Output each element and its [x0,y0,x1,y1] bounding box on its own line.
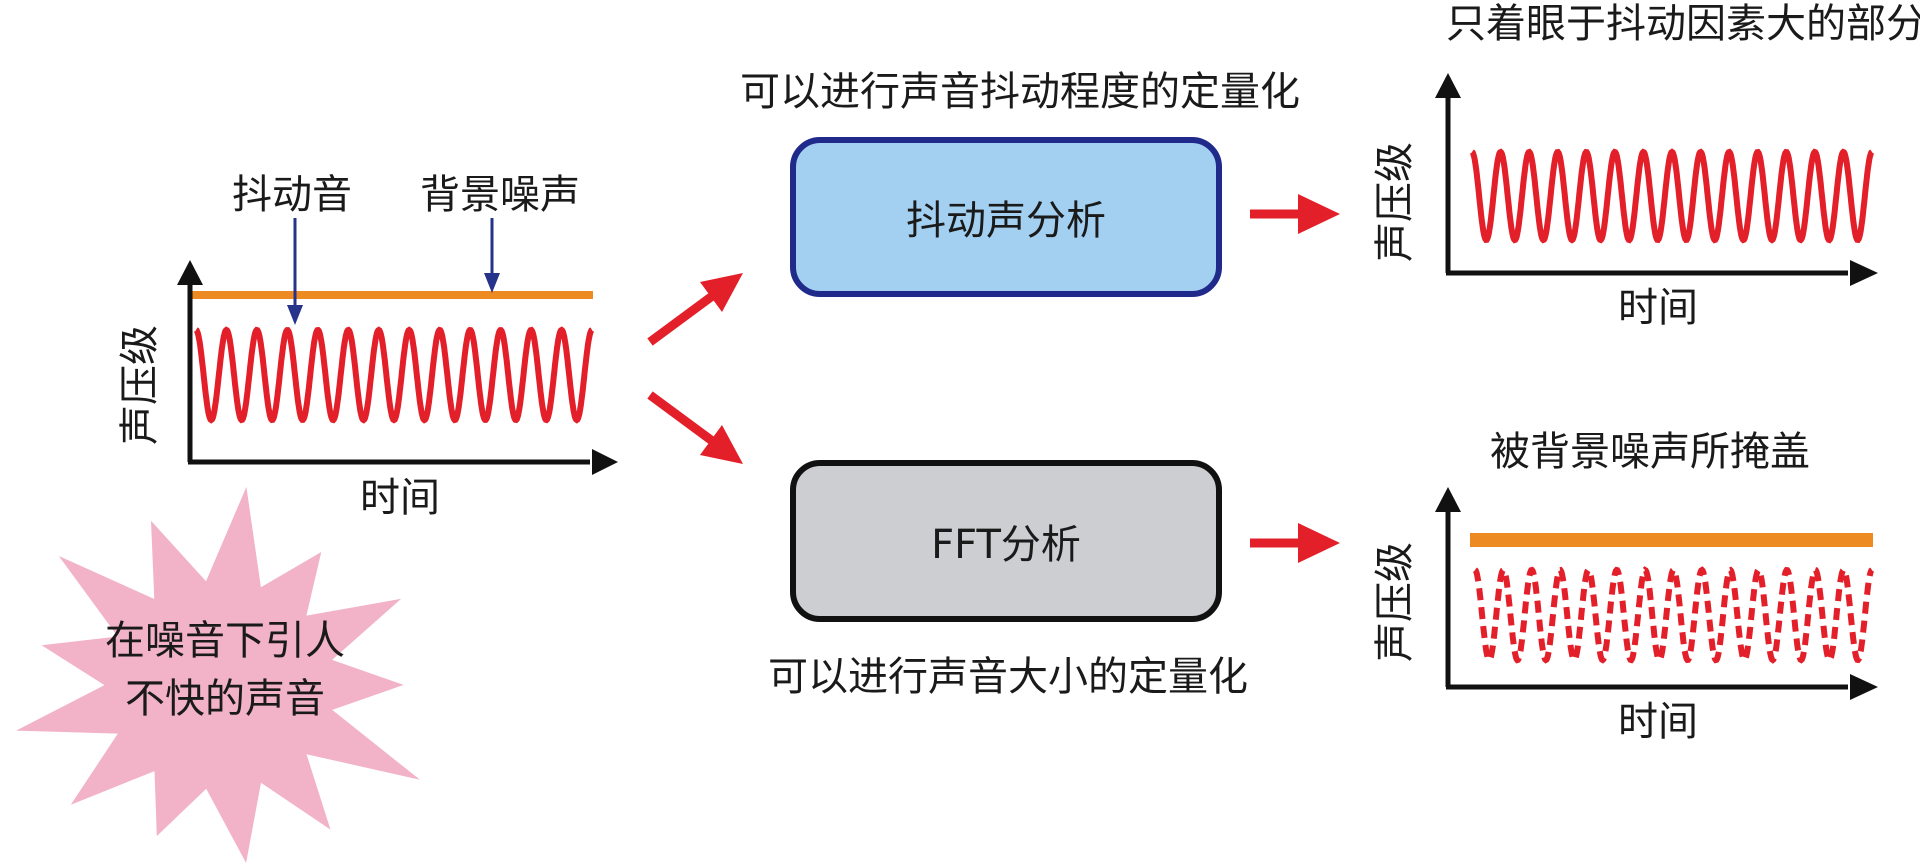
input-y-arrowhead [177,260,203,285]
burst-shape [16,486,420,863]
label-jitter-sound: 抖动音 [232,172,352,218]
flow-arrow-down-head [700,425,743,464]
flow-arrow-up-head [700,273,743,312]
burst-text: 在噪音下引人 不快的声音 [60,612,390,728]
output-top-caption: 只着眼于抖动因素大的部分 [1446,1,1920,47]
input-xlabel: 时间 [360,475,440,521]
input-ylabel: 声压级 [117,325,163,445]
output-top-y-arrowhead [1435,73,1461,98]
output-top-x-arrowhead [1850,260,1878,286]
output-bottom-caption: 被背景噪声所掩盖 [1490,429,1810,475]
flow-arrow-right-top-head [1298,194,1340,234]
pointer-noise-arrowhead [484,273,500,293]
output-top-signal-wave [1469,148,1875,244]
burst-text-line1: 在噪音下引人 [105,618,345,664]
burst-text-line2: 不快的声音 [125,676,325,722]
output-bottom-ylabel: 声压级 [1372,542,1418,662]
fft-analysis-box: FFT分析 [790,460,1222,622]
jitter-caption: 可以进行声音抖动程度的定量化 [740,69,1300,115]
output-bottom-graph [1435,487,1878,700]
flow-arrow-right-bottom-head [1298,523,1340,563]
flow-arrow-down [647,391,718,447]
output-bottom-signal-wave-dashed [1472,566,1875,664]
output-top-graph [1435,73,1878,286]
pointer-jitter-arrowhead [287,305,303,325]
output-bottom-y-arrowhead [1435,487,1461,512]
flow-arrow-up [647,290,718,346]
flow-arrows [647,194,1340,563]
input-signal-wave [193,326,595,424]
output-top-xlabel: 时间 [1618,285,1698,331]
input-graph [177,218,618,475]
input-x-arrowhead [592,449,618,475]
label-background-noise: 背景噪声 [420,172,580,218]
fft-caption: 可以进行声音大小的定量化 [768,654,1248,700]
output-bottom-x-arrowhead [1850,674,1878,700]
output-bottom-xlabel: 时间 [1618,699,1698,745]
jitter-analysis-label: 抖动声分析 [906,198,1106,244]
output-top-ylabel: 声压级 [1372,142,1418,262]
fft-analysis-label: FFT分析 [931,522,1081,568]
jitter-analysis-box: 抖动声分析 [790,137,1222,297]
